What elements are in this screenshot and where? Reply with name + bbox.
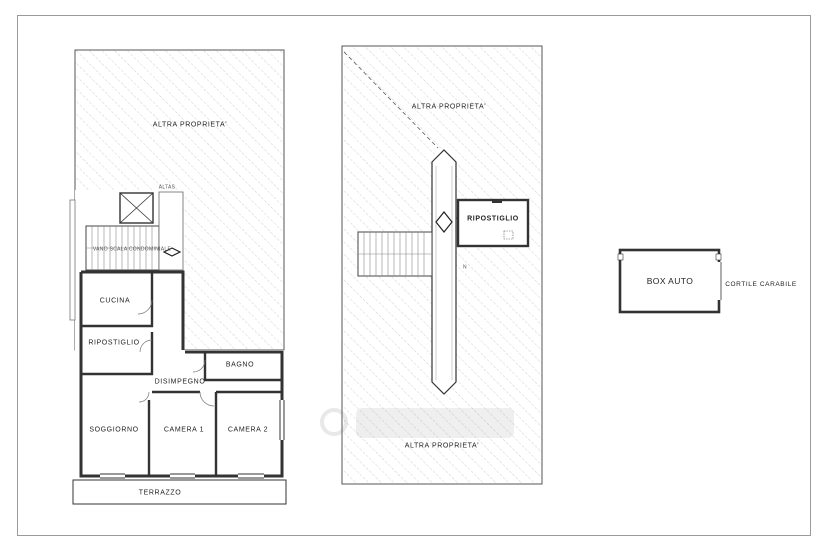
label-altas: ALTAS [158,184,176,191]
diagonal-dashed-line [343,51,439,149]
label-camera-1: CAMERA 1 [163,426,205,434]
label-cortile-carabile: CORTILE CARABILE [725,280,797,288]
label-box-auto: BOX AUTO [646,275,694,286]
label-disimpegno: DISIMPEGNO [154,378,206,386]
label-altra-proprieta-mid-bottom: ALTRA PROPRIETA' [404,442,480,450]
ripostiglio-mid-room [456,198,530,248]
stair-steps-mid [358,232,432,276]
watermark-logo [320,408,514,438]
landing-corridor [158,191,184,271]
box-auto-room [618,248,721,314]
label-cucina: CUCINA [99,297,131,305]
label-note-n: N [463,264,467,271]
stair-steps-left [86,226,159,270]
entry-arrow [162,247,182,257]
door-swings [137,299,215,407]
terrazzo-area [72,479,287,505]
box-auto-plan [617,248,722,314]
label-soggiorno: SOGGIORNO [89,426,139,434]
label-terrazzo: TERRAZZO [138,489,182,497]
label-bagno: BAGNO [225,361,255,369]
label-ripostiglio-mid: RIPOSTIGLIO [467,215,519,223]
label-camera-2: CAMERA 2 [227,426,269,434]
sheet-border [17,15,811,536]
label-ripostiglio-left: RIPOSTIGLIO [88,339,140,347]
label-altra-proprieta-left: ALTRA PROPRIETA' [152,121,228,129]
label-stair-note: VANO SCALA CONDOMINIALE [92,246,172,253]
window-marks [100,400,285,479]
mid-corridor [431,149,457,395]
label-altra-proprieta-mid-top: ALTRA PROPRIETA' [411,103,487,111]
middle-floor-plan [341,45,543,485]
left-floor-plan [69,49,287,505]
mid-entry-arrow [435,211,453,233]
